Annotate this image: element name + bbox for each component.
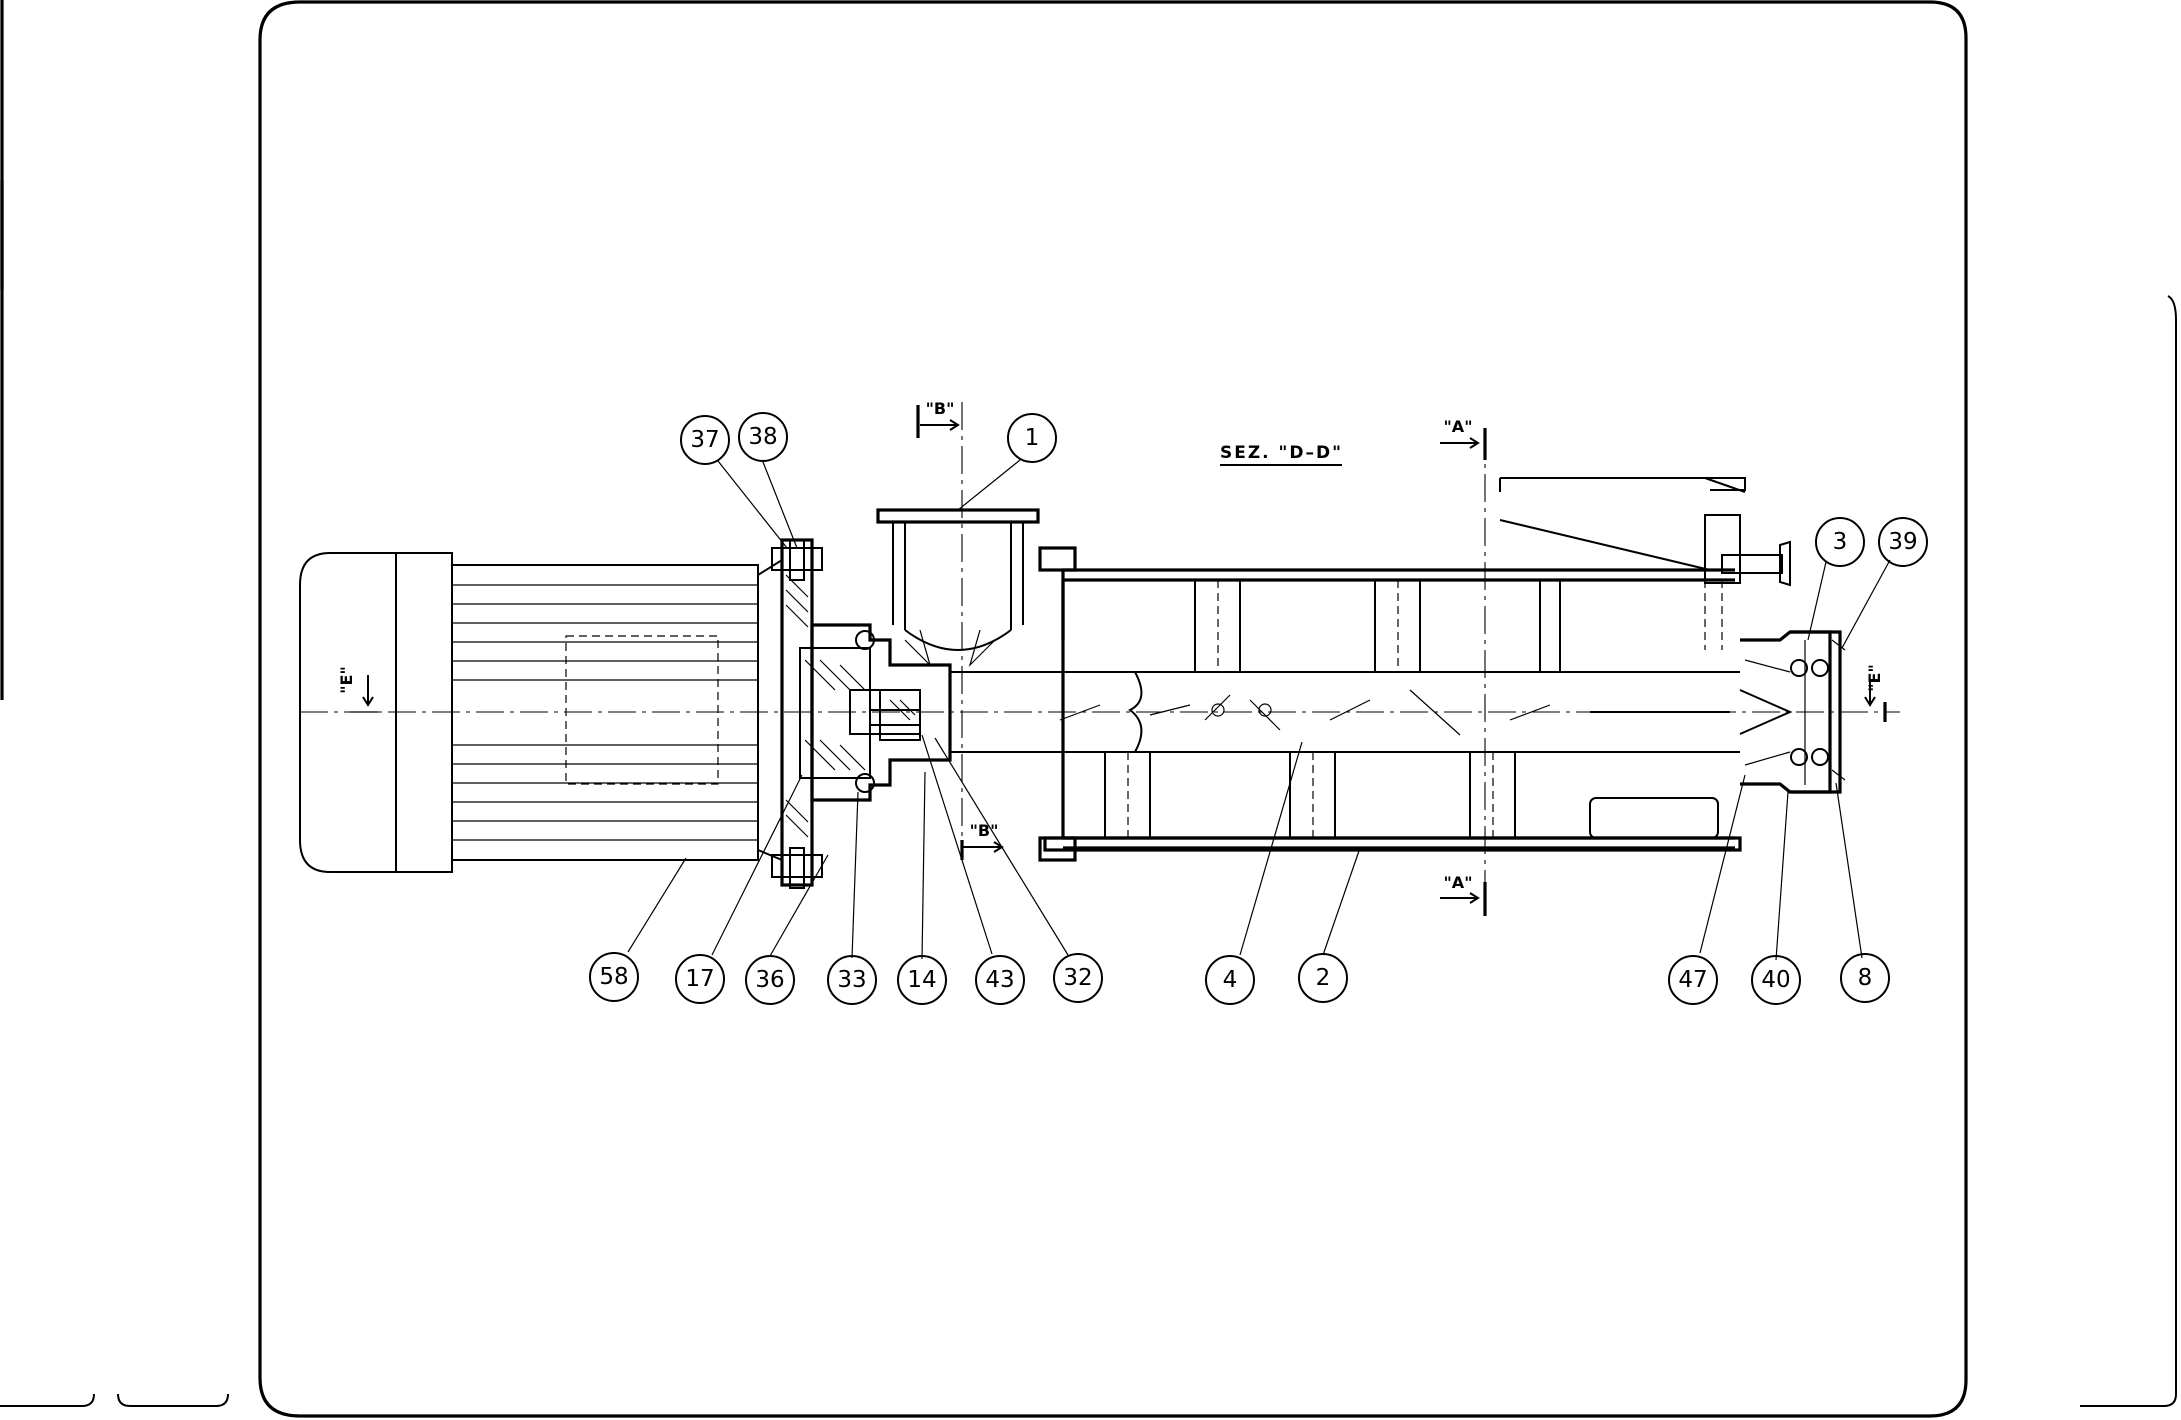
svg-text:43: 43 — [985, 967, 1014, 993]
trough-body — [1038, 546, 1742, 862]
svg-text:2: 2 — [1316, 965, 1331, 991]
inlet-hopper — [876, 508, 1040, 668]
balloon-2: 2 — [1298, 953, 1348, 1003]
svg-text:39: 39 — [1888, 529, 1917, 555]
section-title: SEZ. "D–D" — [1220, 443, 1343, 463]
view-label-b-bottom: "B" — [970, 821, 999, 840]
svg-text:40: 40 — [1761, 967, 1790, 993]
view-label-a-bottom: "A" — [1443, 873, 1472, 892]
balloon-14: 14 — [897, 955, 947, 1005]
svg-text:4: 4 — [1223, 967, 1238, 993]
balloon-17: 17 — [675, 954, 725, 1004]
svg-text:33: 33 — [837, 967, 866, 993]
balloon-4: 4 — [1205, 955, 1255, 1005]
balloon-32: 32 — [1053, 953, 1103, 1003]
section-markers — [350, 402, 1887, 916]
drive-housing — [799, 623, 952, 802]
view-label-b-top: "B" — [926, 399, 955, 418]
balloon-40: 40 — [1751, 955, 1801, 1005]
balloon-8: 8 — [1840, 953, 1890, 1003]
end-bearing-housing — [1739, 630, 1846, 794]
svg-text:37: 37 — [690, 427, 719, 453]
svg-text:17: 17 — [685, 966, 714, 992]
svg-text:14: 14 — [907, 967, 936, 993]
leader-lines — [627, 459, 1891, 961]
view-label-a-top: "A" — [1443, 417, 1472, 436]
svg-text:36: 36 — [755, 967, 784, 993]
svg-text:8: 8 — [1858, 965, 1873, 991]
balloon-47: 47 — [1668, 955, 1718, 1005]
screw-conveyor — [950, 579, 1740, 839]
motor-flange — [771, 538, 823, 889]
svg-text:58: 58 — [599, 964, 628, 990]
balloon-38: 38 — [738, 412, 788, 462]
svg-text:3: 3 — [1833, 529, 1848, 555]
electric-motor — [299, 552, 783, 873]
view-label-e-left: "E" — [337, 666, 356, 694]
balloon-36: 36 — [745, 955, 795, 1005]
view-label-e-right: "E" — [1865, 664, 1884, 692]
inspection-hatch — [1499, 477, 1791, 650]
svg-text:1: 1 — [1025, 425, 1040, 451]
svg-text:38: 38 — [748, 424, 777, 450]
balloon-37: 37 — [680, 415, 730, 465]
svg-text:32: 32 — [1063, 965, 1092, 991]
balloon-39: 39 — [1878, 517, 1928, 567]
balloon-43: 43 — [975, 955, 1025, 1005]
balloon-1: 1 — [1007, 413, 1057, 463]
balloon-3: 3 — [1815, 517, 1865, 567]
motor-cooling-fins — [452, 584, 758, 841]
balloon-33: 33 — [827, 955, 877, 1005]
svg-text:47: 47 — [1678, 967, 1707, 993]
terminal-box-hidden — [565, 635, 719, 785]
paddles — [1059, 689, 1551, 736]
balloon-58: 58 — [589, 952, 639, 1002]
